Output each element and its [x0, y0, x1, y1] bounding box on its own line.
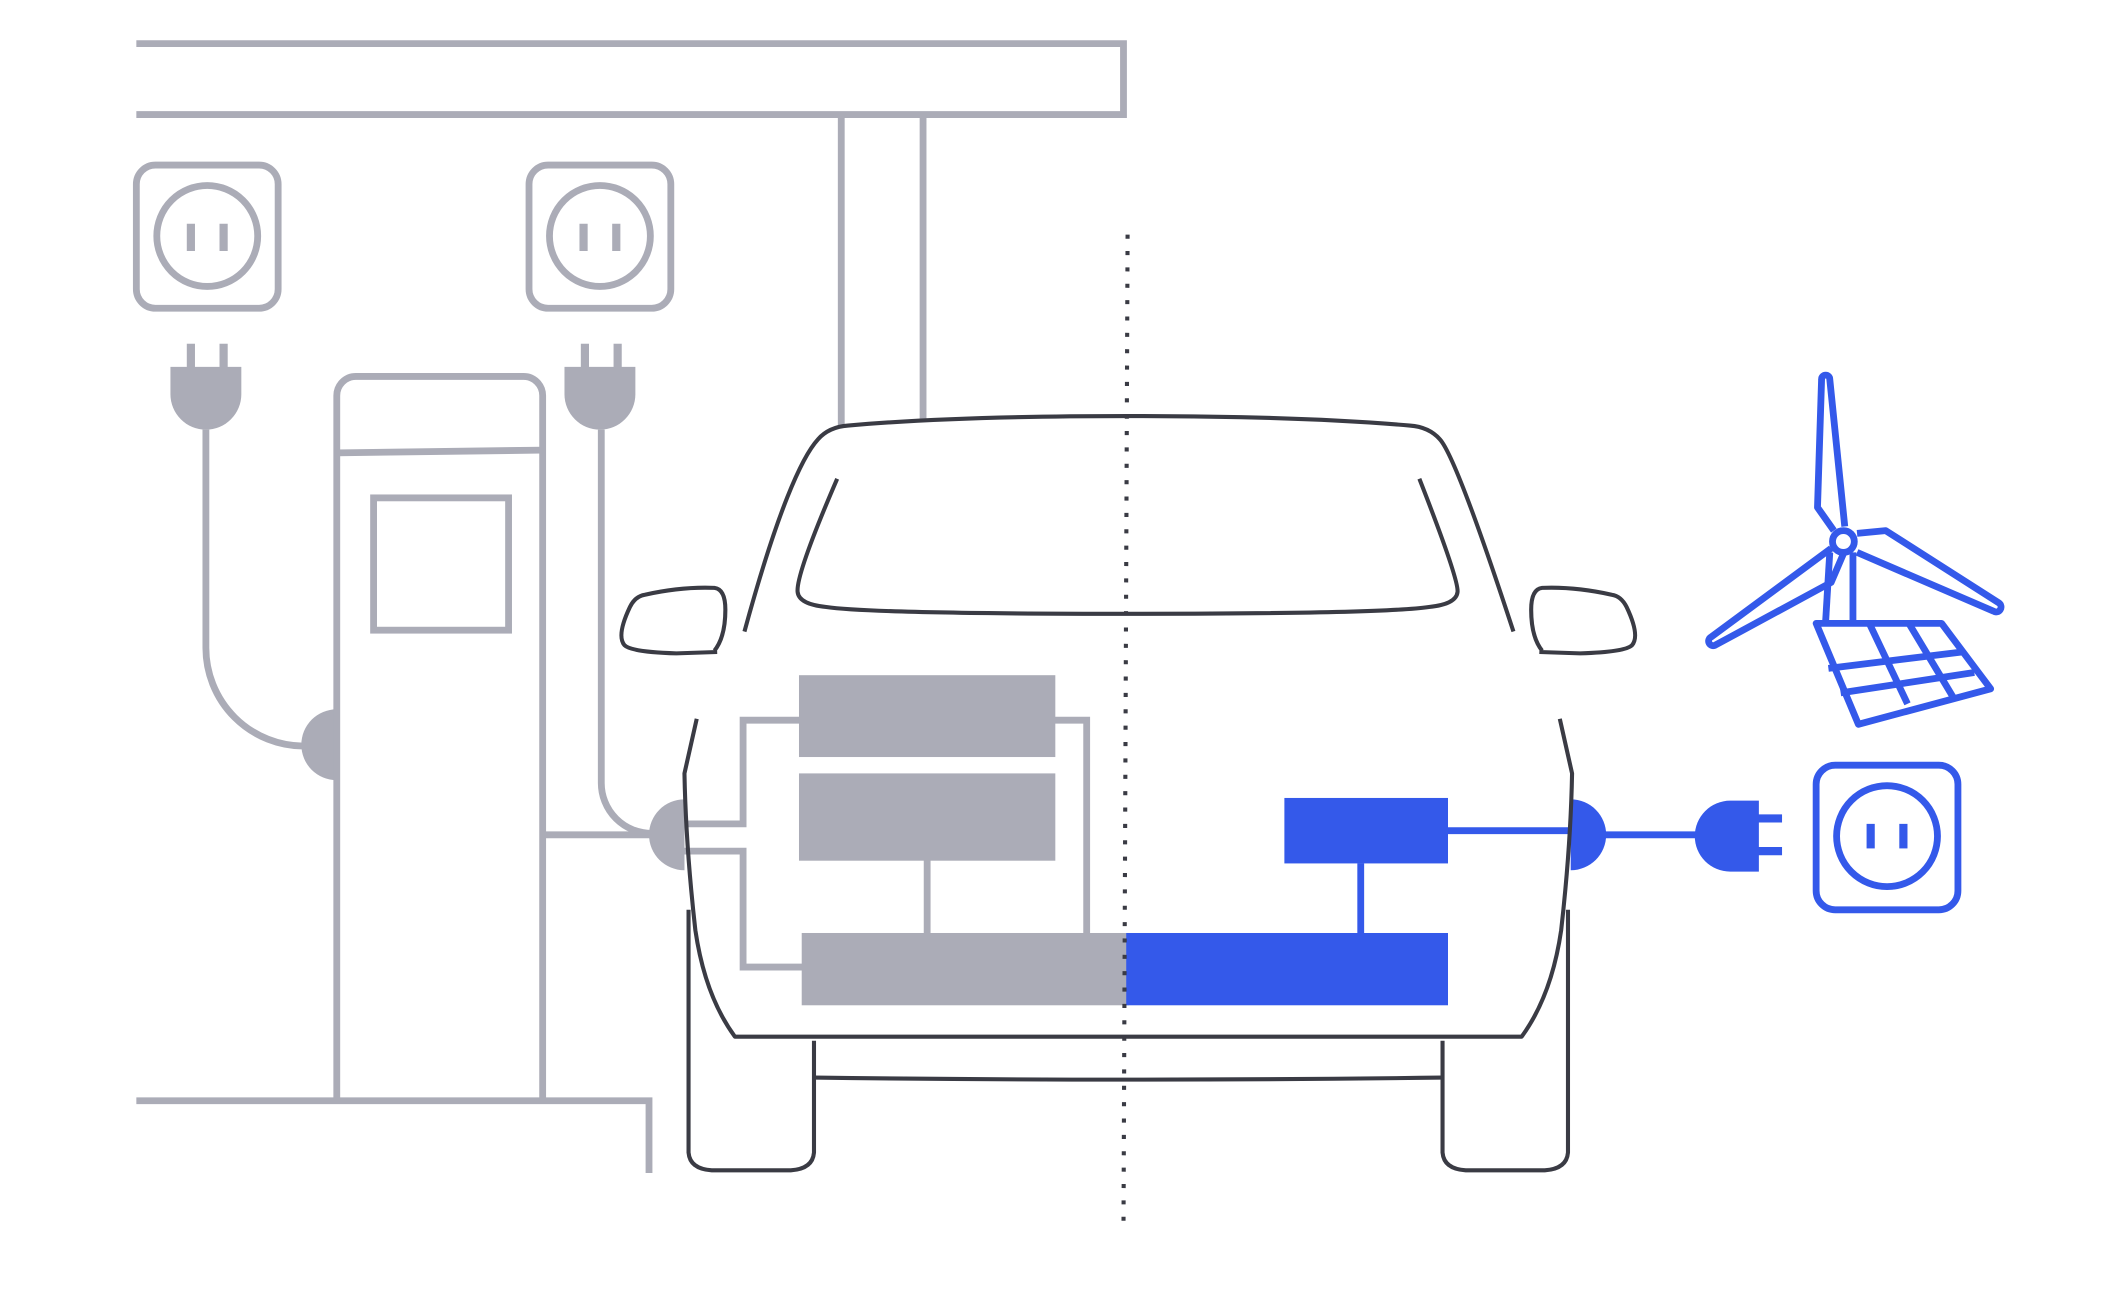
right-wheel: [1440, 909, 1571, 1173]
station-connector: [301, 709, 337, 781]
car-front-icon: [619, 413, 1638, 1173]
canopy-roof: [136, 40, 1127, 118]
power-outlet-icon: [132, 161, 282, 312]
onboard-components-grey: [798, 675, 1129, 1006]
solar-panel-icon: [1812, 619, 1995, 728]
power-outlet-icon: [525, 161, 675, 312]
car-inlet-left: [649, 799, 685, 871]
car-underbody: [813, 1075, 1443, 1082]
battery-block-blue: [1126, 932, 1448, 1006]
onboard-wire-right: [1053, 716, 1091, 933]
battery-block-grey: [801, 932, 1129, 1006]
car-body: [682, 718, 1575, 1039]
renewable-system: [1126, 371, 2005, 1006]
inlet-wire-lower: [684, 847, 805, 971]
charging-cable: [202, 429, 305, 750]
inlet-wire-upper: [684, 716, 801, 828]
wind-turbine-icon: [1705, 371, 2005, 650]
car-inlet-right: [1570, 799, 1607, 871]
car-roof: [742, 413, 1516, 633]
power-plug-icon: [564, 343, 636, 430]
charging-cable: [597, 429, 652, 837]
divider-dotted-line: [1121, 234, 1130, 1228]
charging-station-icon: [333, 373, 547, 1101]
power-plug-icon: [170, 343, 242, 430]
left-mirror: [619, 585, 728, 656]
bidirectional-charger-block: [1284, 797, 1448, 864]
grid-infrastructure: [132, 40, 1127, 1174]
power-plug-icon: [1694, 800, 1783, 872]
power-outlet-icon: [1812, 761, 1962, 914]
left-wheel: [686, 909, 817, 1173]
converter-block: [798, 773, 1056, 861]
right-mirror: [1529, 585, 1638, 656]
onboard-charger-block: [798, 675, 1056, 758]
ground-line: [136, 1097, 653, 1174]
